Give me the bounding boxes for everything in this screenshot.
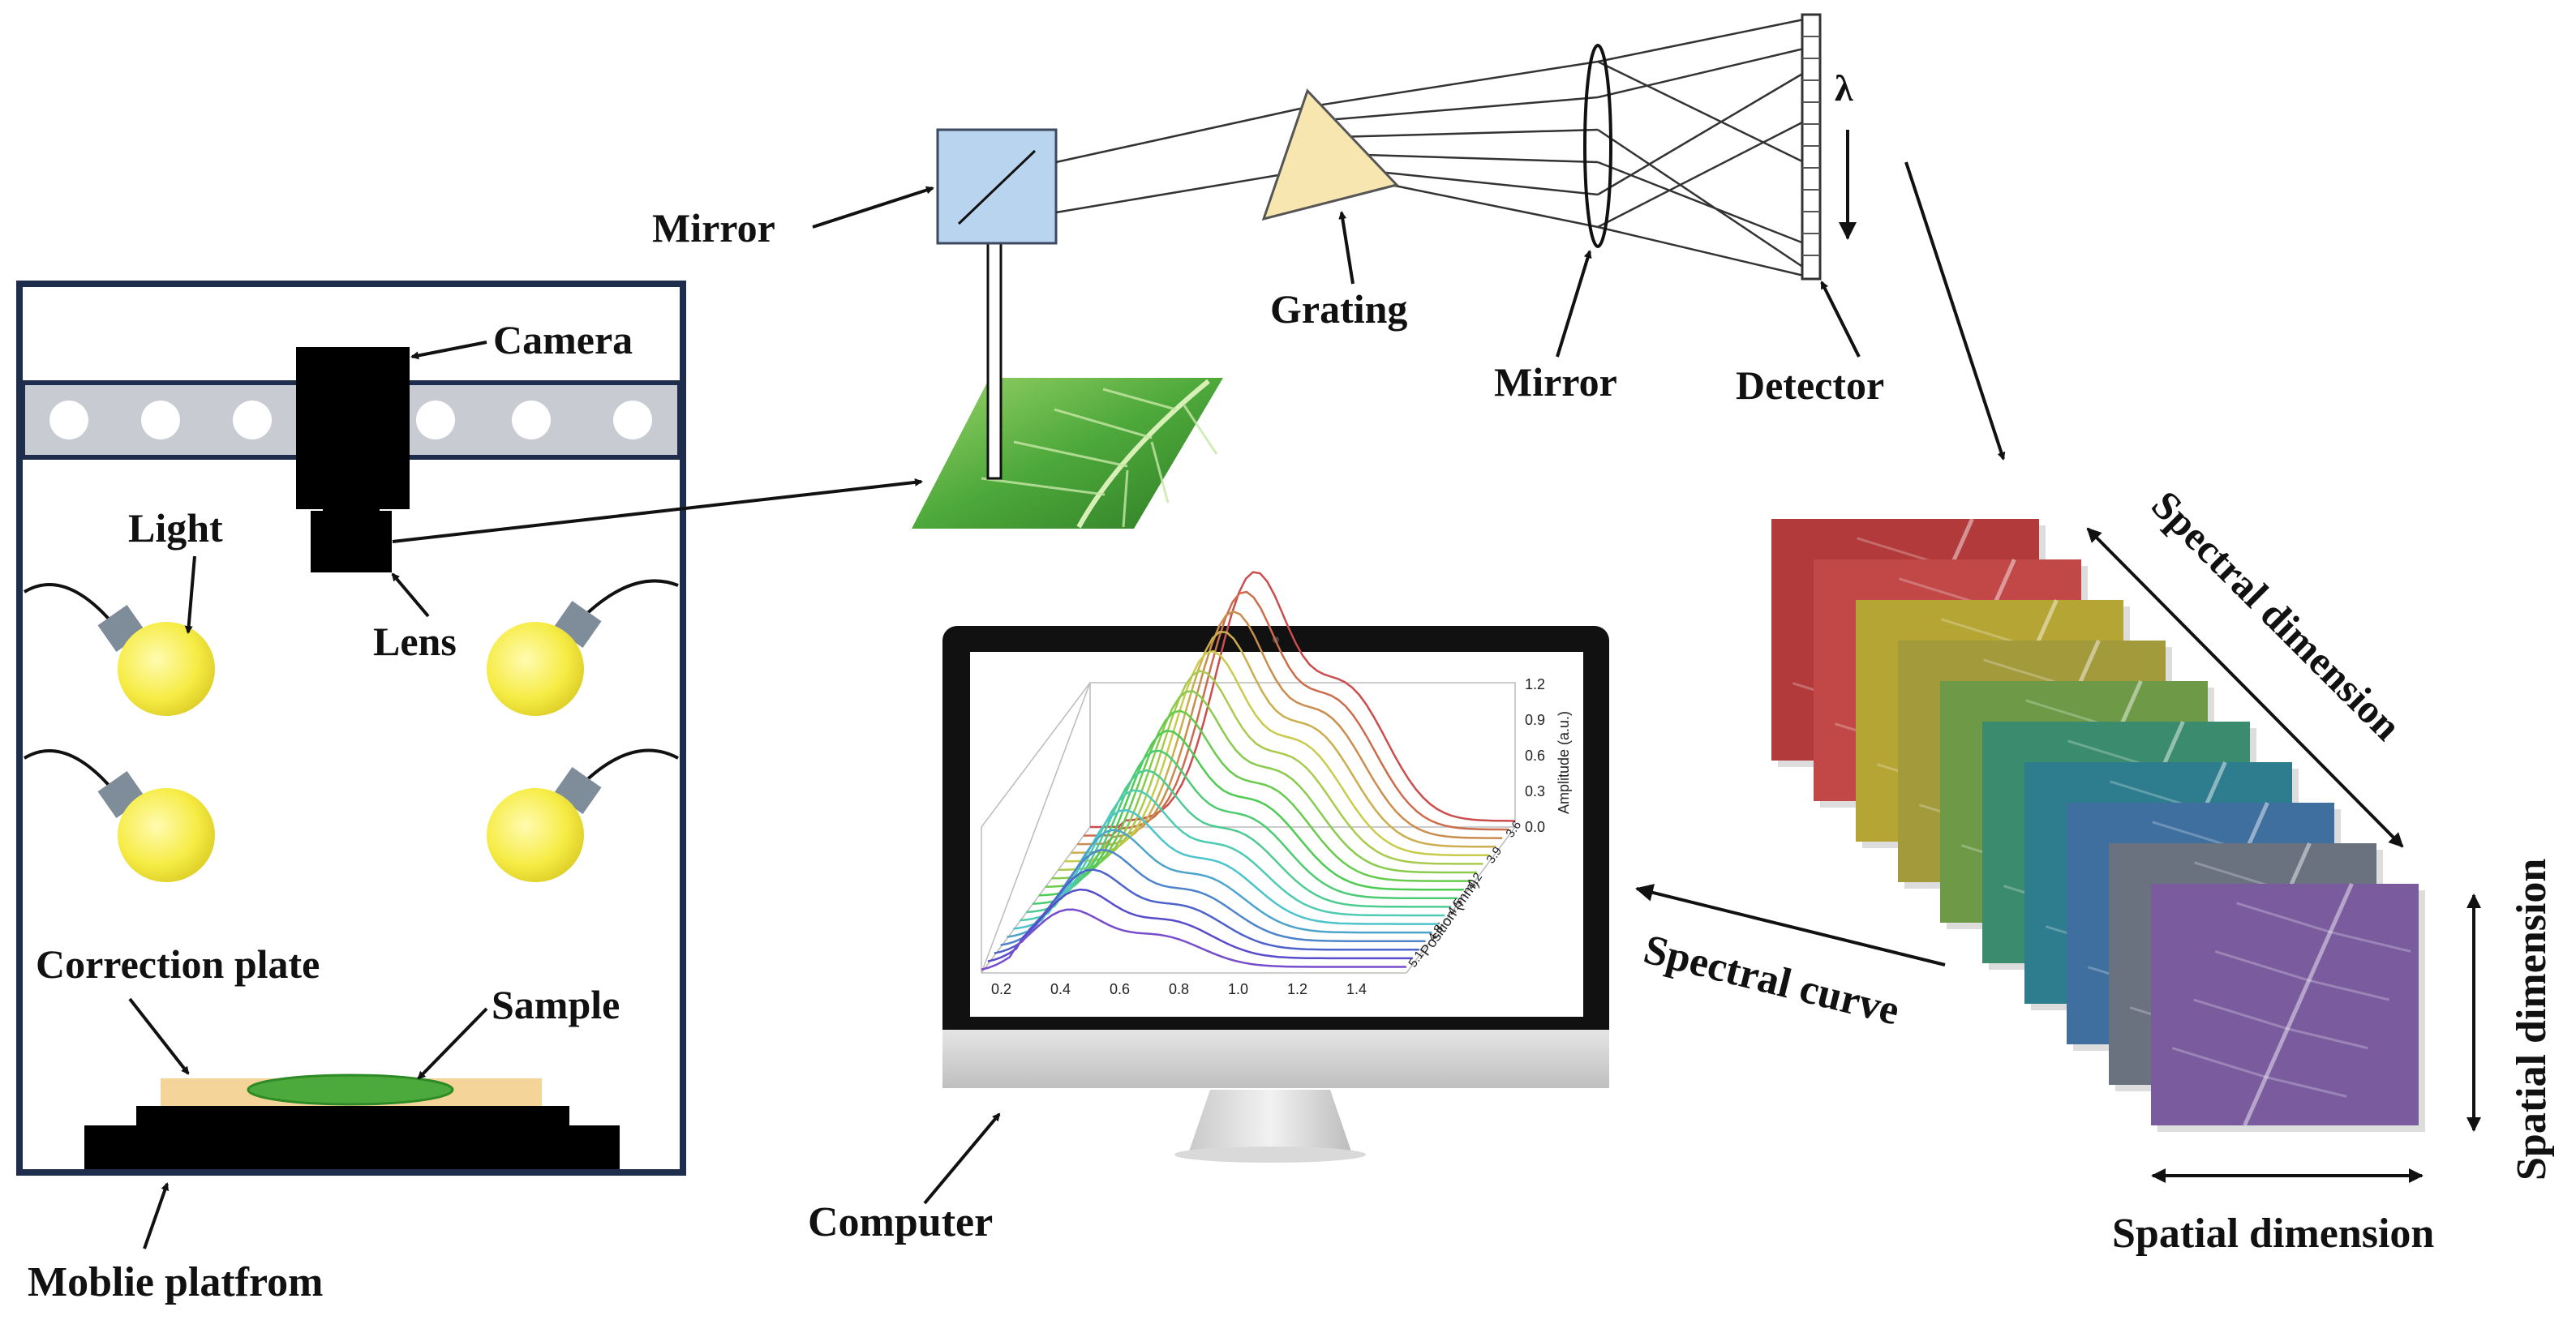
- camera-lens: [311, 511, 392, 572]
- rail-holes: [49, 401, 652, 439]
- light-bulb: [23, 583, 215, 716]
- computer-monitor: [942, 626, 1609, 1163]
- spectral-dimension-arrow: [2086, 527, 2404, 848]
- spectral-curve-line: [994, 868, 1419, 954]
- spatial-dimension-horizontal-label: Spatial dimension: [2112, 1211, 2434, 1257]
- detector-array: [1801, 13, 1822, 281]
- sample-label: Sample: [492, 982, 620, 1027]
- spectral-curve-line: [1058, 670, 1483, 872]
- camera-lens-ring: [323, 501, 380, 517]
- leaf-sample-image: [912, 378, 1223, 529]
- z-tick-label: 0.6: [1525, 748, 1545, 764]
- spatial-dimension-vertical-label: Spatial dimension: [2509, 859, 2555, 1181]
- sample: [247, 1074, 454, 1106]
- focusing-mirror-lens: [1583, 44, 1612, 248]
- spectral-curve-line: [1064, 649, 1490, 863]
- light-bulb: [487, 748, 679, 882]
- lens-label: Lens: [373, 619, 457, 664]
- light-label: Light: [128, 505, 223, 551]
- x-tick-label: 1.2: [1287, 981, 1307, 997]
- computer-label: Computer: [808, 1199, 993, 1245]
- x-tick-label: 1.0: [1228, 981, 1248, 997]
- light-bulb: [487, 579, 679, 716]
- correction-plate-label: Correction plate: [36, 941, 320, 987]
- grating-label: Grating: [1270, 286, 1407, 332]
- imaging-chamber: [16, 281, 686, 1176]
- camera-label: Camera: [493, 317, 633, 362]
- spectral-curve-line: [1051, 690, 1477, 880]
- spectral-curve-line: [1084, 590, 1509, 837]
- z-tick-label: 1.2: [1525, 676, 1545, 692]
- spectral-curve-label: Spectral curve: [1639, 926, 1904, 1034]
- spectral-curve-line: [1077, 610, 1503, 846]
- light-bulb: [23, 749, 215, 882]
- spectral-curve-line: [1045, 709, 1470, 889]
- spectral-curve-line: [1020, 789, 1445, 922]
- grating-prism: [1261, 88, 1399, 221]
- camera-body: [296, 347, 410, 509]
- x-tick-label: 0.6: [1110, 981, 1130, 997]
- light-rays: [1055, 18, 1805, 277]
- spectral-curve-line: [1038, 729, 1464, 897]
- z-tick-label: 0.3: [1525, 783, 1545, 799]
- x-tick-label: 0.8: [1169, 981, 1189, 997]
- z-tick-label: 0.9: [1525, 712, 1545, 728]
- spectral-curve-line: [1026, 769, 1452, 914]
- x-tick-label: 0.4: [1050, 981, 1071, 997]
- x-tick-label: 0.2: [991, 981, 1011, 997]
- z-tick-label: 0.0: [1525, 819, 1545, 835]
- spectral-curve-line: [987, 888, 1413, 962]
- cube-layer: [2151, 882, 2425, 1132]
- platform-top: [136, 1106, 569, 1125]
- spectral-curve-line: [1000, 849, 1426, 946]
- spectral-curve-line: [1071, 631, 1496, 854]
- amplitude-axis-label: Amplitude (a.u.): [1556, 711, 1572, 814]
- spectral-curve-line: [981, 908, 1406, 971]
- platform-base: [84, 1125, 620, 1169]
- slit-tube: [986, 242, 1002, 480]
- mirror-top-label: Mirror: [652, 205, 775, 251]
- x-tick-label: 1.4: [1346, 981, 1367, 997]
- spectral-curve-line: [1033, 749, 1458, 905]
- hyperspectral-cube: [1771, 517, 2425, 1132]
- mirror-lens-label: Mirror: [1494, 359, 1617, 405]
- lambda-label: λ: [1835, 67, 1853, 109]
- detector-label: Detector: [1736, 362, 1884, 408]
- platform-label: Moblie platfrom: [28, 1259, 323, 1305]
